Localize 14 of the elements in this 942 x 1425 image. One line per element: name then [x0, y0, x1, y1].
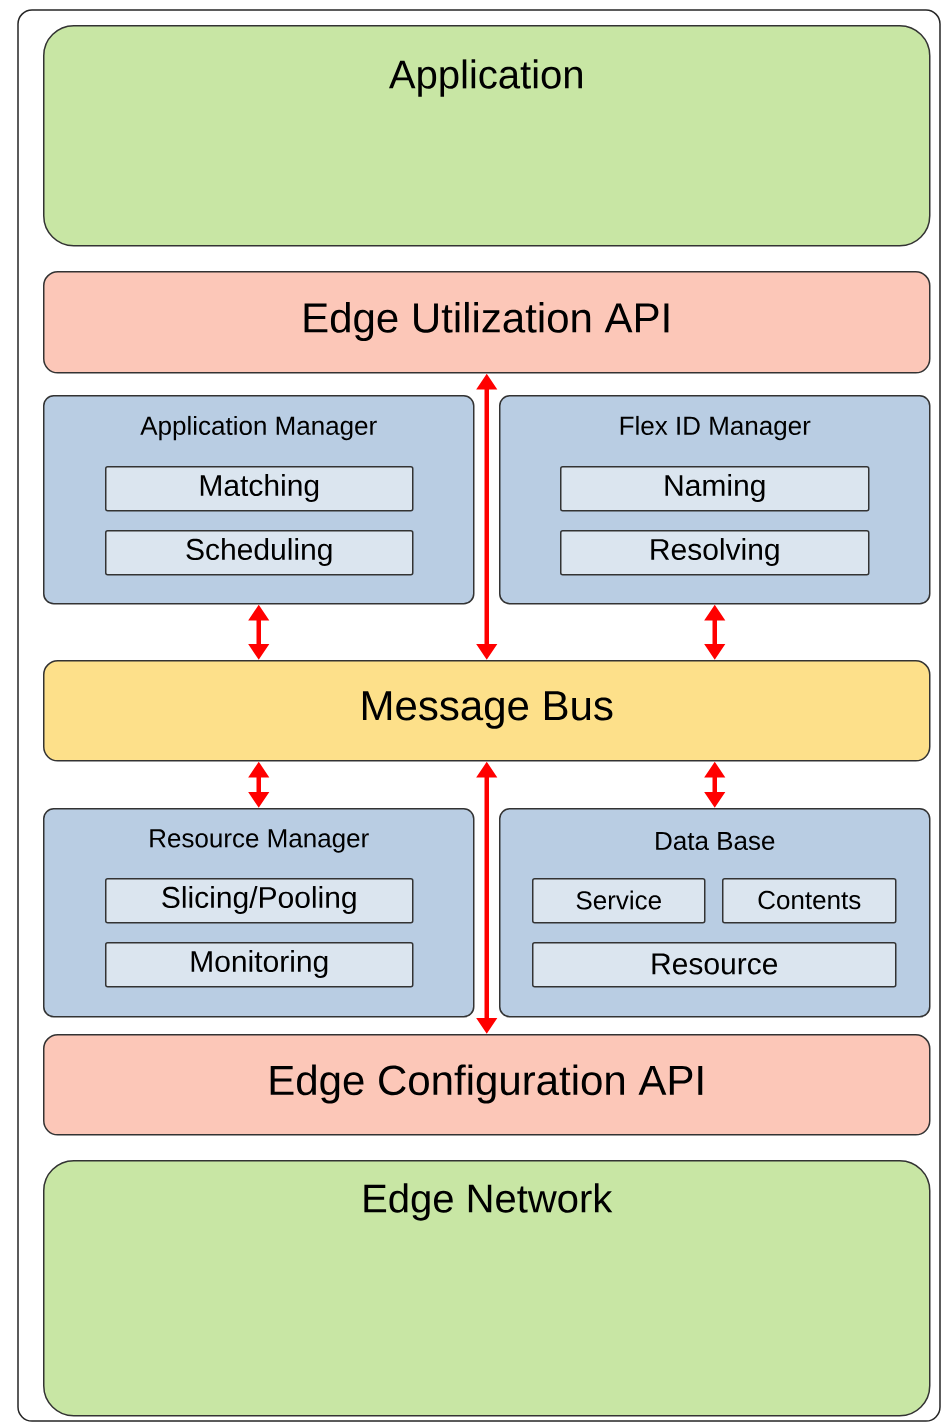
function-box: Resource: [532, 942, 897, 988]
api-box: Edge Utilization API: [43, 271, 931, 374]
function-box: Naming: [560, 466, 870, 512]
bus-box: Message Bus: [43, 660, 931, 762]
function-box: Resolving: [560, 530, 870, 576]
layer-box: Edge Network: [43, 1160, 931, 1417]
layer-box: Application: [43, 25, 931, 247]
function-box: Matching: [105, 466, 414, 512]
function-box: Monitoring: [105, 942, 414, 988]
function-box: Scheduling: [105, 530, 414, 576]
function-box: Service: [532, 878, 706, 924]
function-box: Contents: [722, 878, 897, 924]
api-box: Edge Configuration API: [43, 1034, 931, 1136]
function-box: Slicing/Pooling: [105, 878, 414, 924]
